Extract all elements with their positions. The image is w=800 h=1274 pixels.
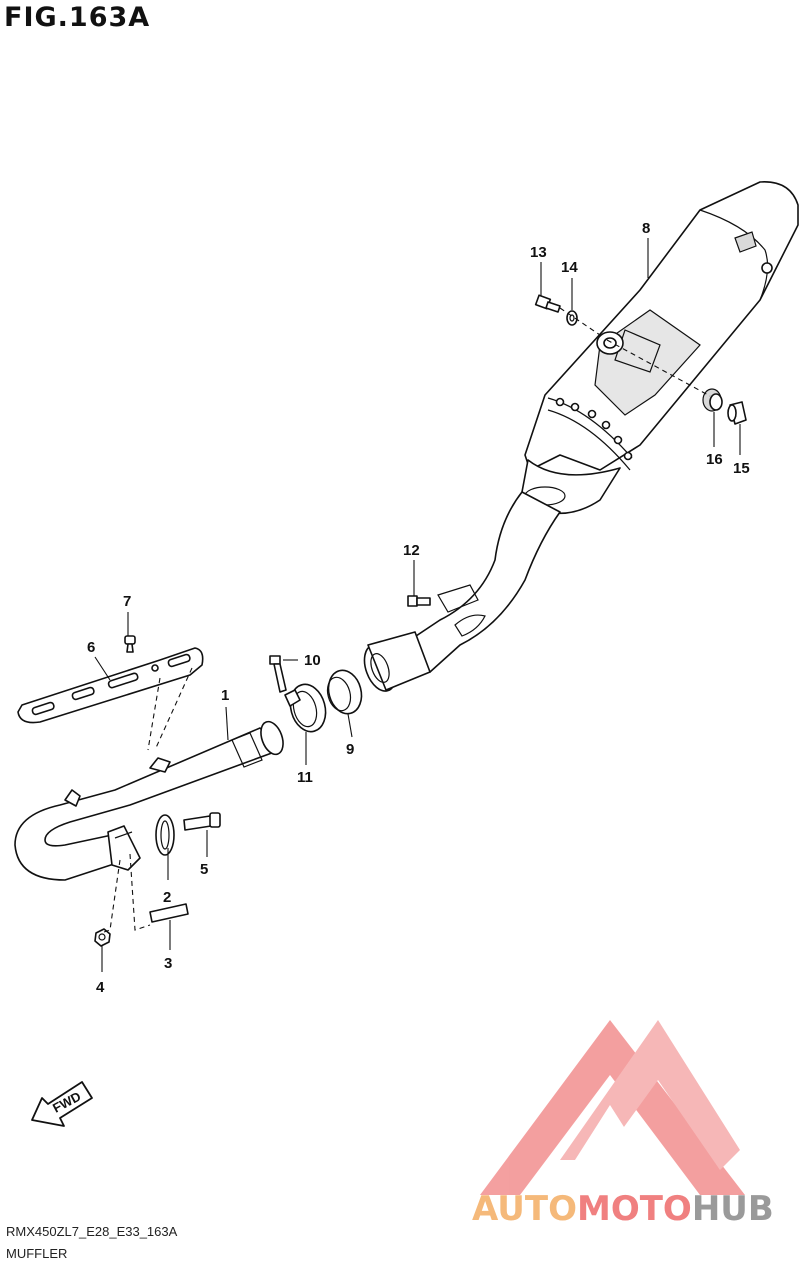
callout-13: 13 bbox=[530, 244, 547, 261]
bolt-12 bbox=[407, 595, 431, 607]
watermark-logo-icon bbox=[480, 1020, 745, 1195]
bolt-5 bbox=[183, 812, 221, 831]
callout-10: 10 bbox=[304, 652, 321, 669]
bolt-13 bbox=[534, 294, 561, 313]
watermark-text: AUTOMOTOHUB bbox=[472, 1189, 774, 1229]
figure-title: FIG.163A bbox=[4, 2, 151, 33]
callout-4: 4 bbox=[96, 979, 105, 996]
heat-shield-6 bbox=[17, 647, 204, 724]
callout-12: 12 bbox=[403, 542, 420, 559]
callout-8: 8 bbox=[642, 220, 650, 237]
fwd-arrow-icon: FWD bbox=[31, 1081, 93, 1127]
stud-3 bbox=[149, 903, 189, 923]
bolt-10 bbox=[269, 655, 287, 693]
watermark-auto: AUTO bbox=[472, 1189, 577, 1229]
watermark-moto: MOTO bbox=[577, 1189, 692, 1229]
nut-4 bbox=[94, 928, 111, 947]
callout-1: 1 bbox=[221, 687, 229, 704]
callout-6: 6 bbox=[87, 639, 95, 656]
screw-7 bbox=[124, 635, 136, 653]
callout-14: 14 bbox=[561, 259, 578, 276]
grommet-16 bbox=[702, 388, 723, 412]
clamp-11 bbox=[284, 683, 327, 733]
exhaust-pipe-1 bbox=[14, 720, 284, 881]
watermark-hub: HUB bbox=[692, 1189, 774, 1229]
gasket-9 bbox=[326, 669, 363, 715]
muffler-body bbox=[363, 181, 799, 692]
callout-5: 5 bbox=[200, 861, 208, 878]
callout-9: 9 bbox=[346, 741, 354, 758]
callout-3: 3 bbox=[164, 955, 172, 972]
gasket-2 bbox=[155, 814, 175, 856]
callout-7: 7 bbox=[123, 593, 131, 610]
callout-15: 15 bbox=[733, 460, 750, 477]
figure-caption: MUFFLER bbox=[6, 1246, 68, 1261]
collar-15 bbox=[727, 401, 747, 425]
callout-16: 16 bbox=[706, 451, 723, 468]
callout-11: 11 bbox=[297, 769, 313, 786]
callout-2: 2 bbox=[163, 889, 171, 906]
figure-code: RMX450ZL7_E28_E33_163A bbox=[6, 1224, 178, 1239]
